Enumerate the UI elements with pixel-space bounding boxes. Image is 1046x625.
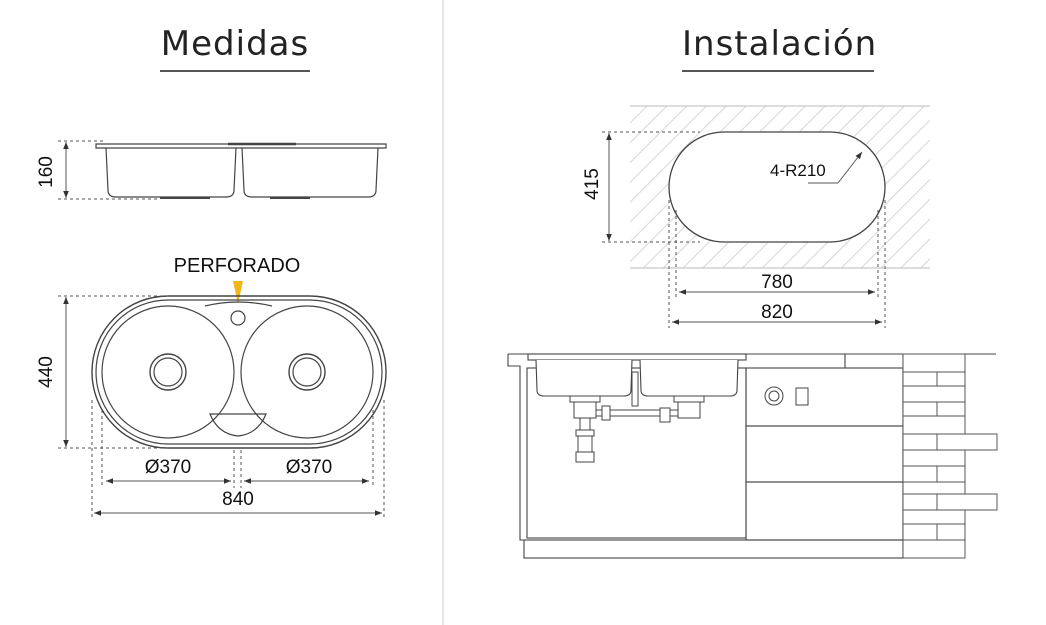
installation-heading-underline: [682, 70, 874, 72]
depth-label: 160: [36, 156, 57, 188]
section-divider: [442, 0, 444, 625]
wall-tiles: [902, 353, 998, 559]
installed-sink: [527, 353, 747, 397]
installation-heading: Instalación: [682, 24, 878, 72]
countertop-cutout: [630, 105, 930, 269]
measurements-heading-text: Medidas: [160, 24, 310, 64]
depth-dimension: [58, 140, 160, 200]
cutout-length-label: 780: [761, 272, 793, 293]
measurements-heading-underline: [160, 70, 310, 72]
total-length-dimension: [91, 400, 385, 518]
measurements-heading: Medidas: [160, 24, 310, 72]
bowl-left-diameter-label: Ø370: [145, 457, 191, 478]
installation-heading-text: Instalación: [682, 24, 878, 64]
sink-top-view: [91, 295, 387, 449]
outer-length-label: 820: [761, 302, 793, 323]
width-label: 440: [36, 356, 57, 388]
total-length-label: 840: [222, 489, 254, 510]
perforation-label: PERFORADO: [174, 255, 301, 277]
cutout-length-dimensions: [668, 200, 886, 328]
wall-outlet: [764, 386, 809, 406]
diameter-dimensions: [101, 410, 374, 488]
perforation-marker: [233, 281, 243, 304]
width-dimension: [58, 295, 168, 449]
bowl-right-diameter-label: Ø370: [286, 457, 332, 478]
corner-radius-label: 4-R210: [770, 161, 826, 180]
drain-plumbing: [569, 371, 705, 463]
sink-side-profile: [95, 142, 387, 199]
cutout-height-dimension: [602, 131, 700, 243]
cutout-height-label: 415: [582, 168, 603, 200]
